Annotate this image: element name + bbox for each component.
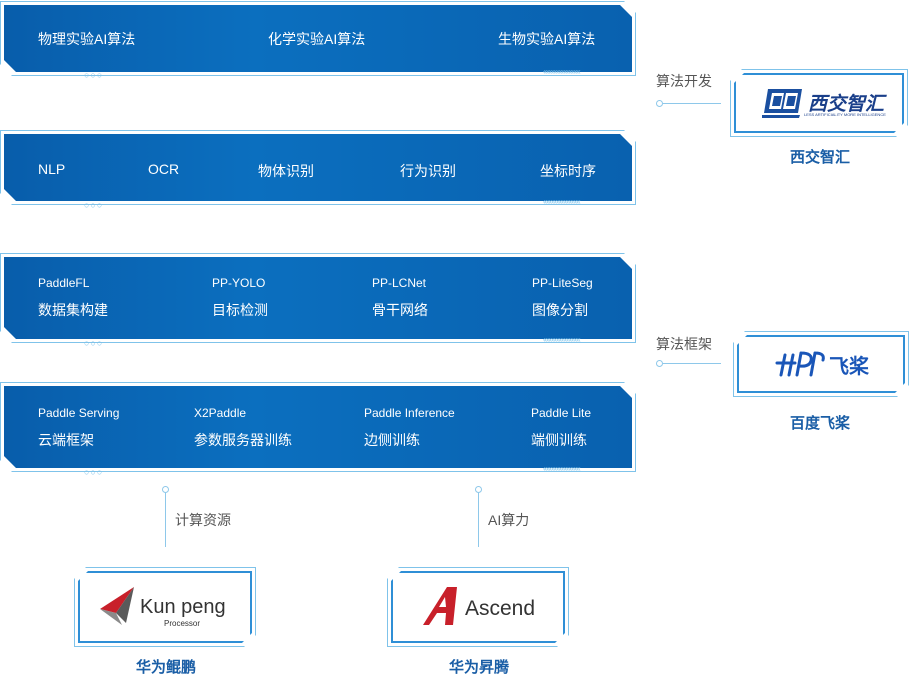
- kunpeng-logo-icon: [100, 587, 134, 625]
- deploy-name-serving: Paddle Serving: [38, 406, 120, 420]
- panel-body: [4, 5, 632, 72]
- deploy-desc-serving: 云端框架: [38, 432, 94, 448]
- model-panel: PaddleFL 数据集构建 PP-YOLO 目标检测 PP-LCNet 骨干网…: [0, 253, 636, 343]
- logo-frame: [74, 567, 256, 647]
- xjtu-logo-subtext: LESS ARTIFICIALITY MORE INTELLIGENCE: [804, 112, 886, 117]
- ascend-caption: 华为昇腾: [449, 659, 510, 676]
- vision-item-ocr: OCR: [148, 161, 180, 177]
- panel-dots-decoration: ○○○: [84, 338, 104, 348]
- model-desc-pplcnet: 骨干网络: [372, 302, 428, 318]
- connector-line: [663, 103, 721, 104]
- connector-dot: [656, 100, 663, 107]
- ascend-logo-box: Ascend: [387, 567, 569, 647]
- deploy-desc-inference: 边侧训练: [364, 432, 420, 448]
- framework-label: 算法框架: [656, 336, 712, 352]
- panel-chevrons-decoration: ‹‹‹‹‹‹‹‹‹‹‹‹‹‹‹‹‹‹‹‹‹‹: [543, 464, 581, 473]
- paddle-caption: 百度飞桨: [790, 415, 851, 432]
- kunpeng-caption: 华为鲲鹏: [136, 659, 197, 676]
- vision-item-behavior: 行为识别: [400, 163, 456, 179]
- panel-chevrons-decoration: ‹‹‹‹‹‹‹‹‹‹‹‹‹‹‹‹‹‹‹‹‹‹: [543, 197, 581, 206]
- deploy-name-inference: Paddle Inference: [364, 406, 455, 420]
- panel-frame: [0, 382, 636, 472]
- deploy-name-lite: Paddle Lite: [531, 406, 592, 420]
- paddle-logo-icon: [775, 351, 825, 377]
- algorithm-panel: 物理实验AI算法 化学实验AI算法 生物实验AI算法: [0, 1, 636, 76]
- connector-line: [478, 493, 479, 547]
- kunpeng-logo-text: Kun peng: [140, 596, 226, 618]
- xjtu-logo-icon: [762, 89, 802, 118]
- model-name-ppliteseg: PP-LiteSeg: [532, 276, 593, 290]
- panel-frame: [0, 130, 636, 205]
- xjtu-logo-box: 西交智汇 LESS ARTIFICIALITY MORE INTELLIGENC…: [730, 69, 908, 137]
- deploy-desc-x2paddle: 参数服务器训练: [194, 432, 292, 448]
- logo-frame: [730, 69, 908, 137]
- model-name-pplcnet: PP-LCNet: [372, 276, 427, 290]
- panel-frame: [0, 253, 636, 343]
- connector-dot: [162, 486, 169, 493]
- model-name-paddlefl: PaddleFL: [38, 276, 90, 290]
- logo-card: [734, 73, 904, 133]
- panel-chevrons-decoration: ‹‹‹‹‹‹‹‹‹‹‹‹‹‹‹‹‹‹‹‹‹‹: [543, 67, 581, 76]
- panel-body: [4, 257, 632, 339]
- kunpeng-logo-subtext: Processor: [164, 619, 201, 628]
- vision-item-timeseries: 坐标时序: [540, 163, 596, 179]
- ai-power-label: AI算力: [488, 512, 530, 528]
- kunpeng-logo-box: Kun peng Processor: [74, 567, 256, 647]
- deploy-panel: Paddle Serving 云端框架 X2Paddle 参数服务器训练 Pad…: [0, 382, 636, 472]
- model-name-ppyolo: PP-YOLO: [212, 276, 266, 290]
- xjtu-logo-text: 西交智汇: [808, 94, 885, 115]
- algo-item-chemistry: 化学实验AI算法: [268, 31, 366, 47]
- algo-item-biology: 生物实验AI算法: [498, 31, 596, 47]
- connector-line: [165, 493, 166, 547]
- vision-panel: NLP OCR 物体识别 行为识别 坐标时序: [0, 130, 636, 205]
- panel-dots-decoration: ○○○: [84, 70, 104, 80]
- model-desc-ppliteseg: 图像分割: [532, 302, 588, 318]
- panel-dots-decoration: ○○○: [84, 200, 104, 210]
- paddle-logo-box: 飞桨: [733, 331, 909, 397]
- algo-dev-label: 算法开发: [656, 73, 712, 89]
- logo-frame: [733, 331, 909, 397]
- deploy-desc-lite: 端侧训练: [531, 432, 587, 448]
- logo-card: [737, 335, 905, 393]
- model-desc-ppyolo: 目标检测: [212, 302, 268, 318]
- panel-chevrons-decoration: ‹‹‹‹‹‹‹‹‹‹‹‹‹‹‹‹‹‹‹‹‹‹: [543, 335, 581, 344]
- vision-item-nlp: NLP: [38, 161, 66, 177]
- xjtu-caption: 西交智汇: [790, 149, 851, 166]
- connector-line: [663, 363, 721, 364]
- connector-dot: [656, 360, 663, 367]
- algo-item-physics: 物理实验AI算法: [38, 31, 136, 47]
- compute-label: 计算资源: [175, 512, 231, 528]
- panel-dots-decoration: ○○○: [84, 467, 104, 477]
- panel-frame: [0, 1, 636, 76]
- model-desc-paddlefl: 数据集构建: [38, 302, 108, 318]
- ascend-logo-icon: [423, 587, 457, 625]
- paddle-logo-text: 飞桨: [829, 356, 869, 378]
- panel-body: [4, 386, 632, 468]
- connector-dot: [475, 486, 482, 493]
- logo-frame: [387, 567, 569, 647]
- ascend-logo-text: Ascend: [465, 597, 536, 620]
- deploy-name-x2paddle: X2Paddle: [194, 406, 247, 420]
- vision-item-object: 物体识别: [258, 163, 314, 179]
- logo-card: [391, 571, 565, 643]
- panel-body: [4, 134, 632, 201]
